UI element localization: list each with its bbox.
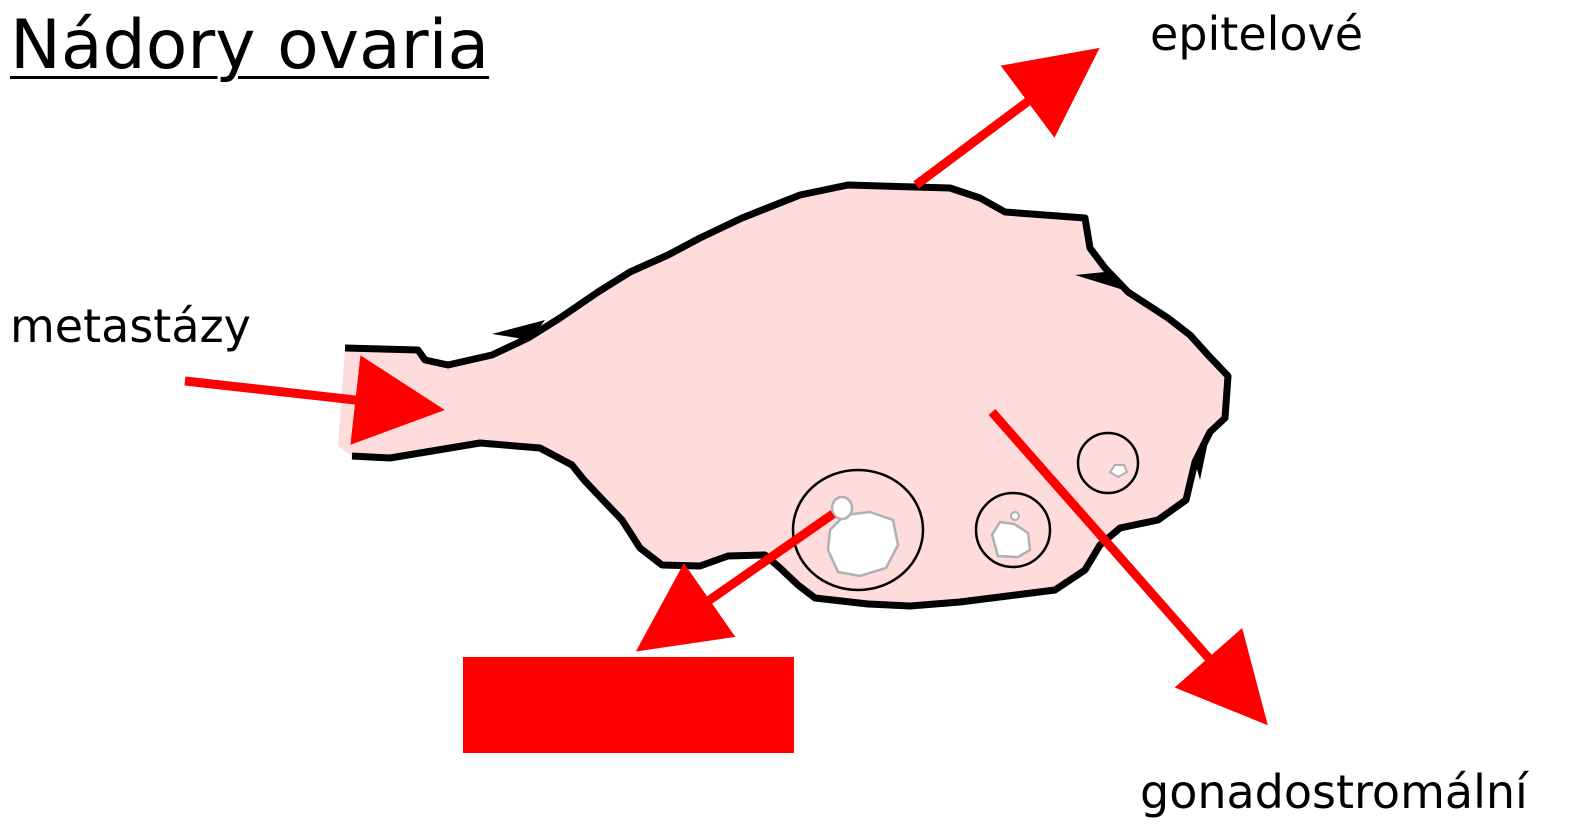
answer-box xyxy=(463,657,794,753)
follicle-medium xyxy=(976,493,1050,567)
follicle-small xyxy=(1078,433,1138,493)
arrow-epitelove xyxy=(916,64,1078,185)
ovary-shape xyxy=(338,185,1228,606)
